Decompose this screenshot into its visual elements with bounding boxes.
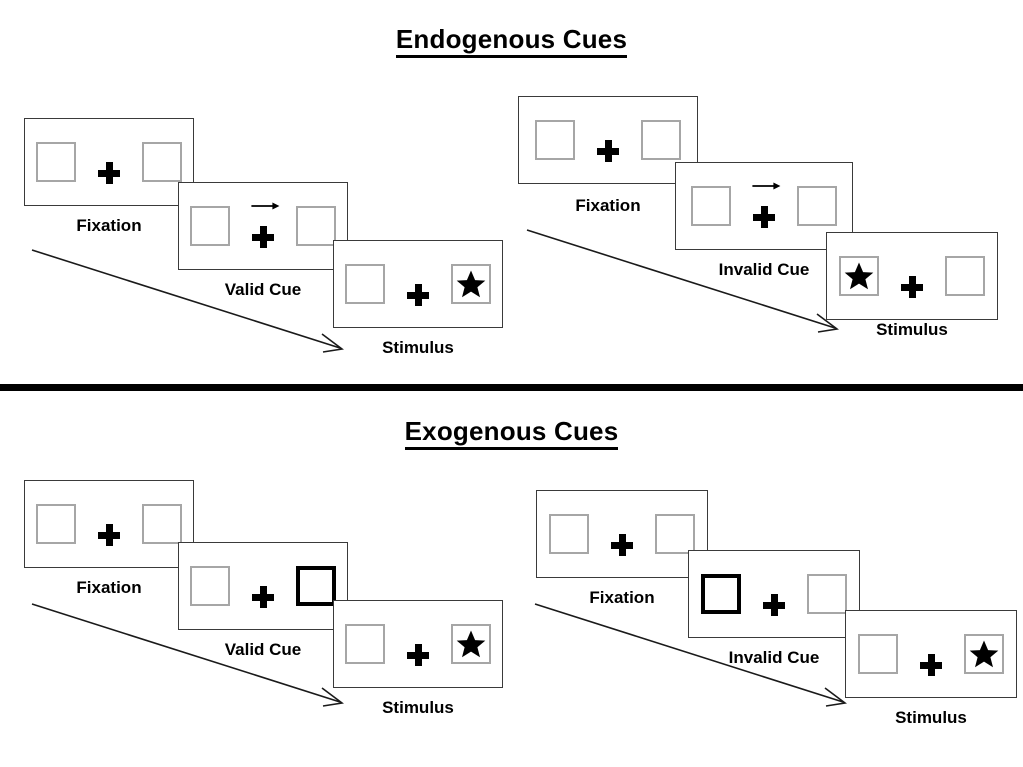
fixation-cross-icon: [98, 162, 120, 184]
fixation-cross-icon: [407, 284, 429, 306]
left-box: [345, 624, 385, 664]
frame-label-stimulus: Stimulus: [382, 698, 454, 717]
frame-label-invalid-cue: Invalid Cue: [728, 648, 820, 667]
trial-frame-invalid-cue[interactable]: [688, 550, 860, 638]
fixation-column: [920, 632, 942, 676]
trial-frame-valid-cue[interactable]: [178, 182, 348, 270]
section-endogenous: Endogenous Cues Fixation: [0, 24, 1023, 357]
right-box: [945, 256, 985, 296]
trial-frame-stimulus[interactable]: [333, 600, 503, 688]
frame-label-invalid-cue: Invalid Cue: [718, 260, 810, 279]
fixation-cross-icon: [901, 276, 923, 298]
right-box: [807, 574, 847, 614]
right-box: [142, 504, 182, 544]
star-icon: [844, 261, 874, 291]
frame-label-stimulus: Stimulus: [895, 708, 967, 727]
star-icon: [456, 269, 486, 299]
trial-frame-fixation[interactable]: [518, 96, 698, 184]
fixation-column: [752, 182, 781, 228]
section-exogenous: Exogenous Cues Fixation Valid Cue: [0, 394, 1023, 767]
frame-label-valid-cue: Valid Cue: [224, 640, 302, 659]
right-box: [296, 206, 336, 246]
fixation-cross-icon: [597, 140, 619, 162]
fixation-column: [98, 140, 120, 184]
right-box: [142, 142, 182, 182]
cue-arrow-right-icon: [751, 181, 781, 191]
right-box: [964, 634, 1004, 674]
trial-frame-invalid-cue[interactable]: [675, 162, 853, 250]
star-icon: [456, 629, 486, 659]
fixation-column: [407, 262, 429, 306]
frame-label-fixation: Fixation: [76, 578, 142, 597]
trial-frame-stimulus[interactable]: [845, 610, 1017, 698]
section-divider: [0, 384, 1023, 391]
fixation-column: [611, 512, 633, 556]
frame-label-fixation: Fixation: [76, 216, 142, 235]
fixation-cross-icon: [252, 226, 274, 248]
left-box: [858, 634, 898, 674]
right-box: [797, 186, 837, 226]
fixation-column: [252, 564, 274, 608]
right-box-cued: [296, 566, 336, 606]
fixation-column: [597, 118, 619, 162]
section-title-exogenous: Exogenous Cues: [0, 416, 1023, 450]
trial-frame-fixation[interactable]: [24, 480, 194, 568]
right-box: [641, 120, 681, 160]
section-title-endogenous-text: Endogenous Cues: [395, 24, 628, 58]
left-box: [549, 514, 589, 554]
right-box: [655, 514, 695, 554]
trial-frame-valid-cue[interactable]: [178, 542, 348, 630]
trial-frame-fixation[interactable]: [24, 118, 194, 206]
cue-arrow-right-icon: [250, 201, 280, 211]
star-icon: [969, 639, 999, 669]
frame-label-fixation: Fixation: [589, 588, 655, 607]
right-box: [451, 264, 491, 304]
fixation-column: [901, 254, 923, 298]
right-box: [451, 624, 491, 664]
frame-label-fixation: Fixation: [575, 196, 641, 215]
fixation-cross-icon: [763, 594, 785, 616]
left-box: [535, 120, 575, 160]
fixation-column: [251, 202, 280, 248]
left-box: [839, 256, 879, 296]
left-box: [190, 566, 230, 606]
left-box: [36, 504, 76, 544]
fixation-column: [407, 622, 429, 666]
frame-label-stimulus: Stimulus: [382, 338, 454, 357]
left-box: [691, 186, 731, 226]
fixation-cross-icon: [98, 524, 120, 546]
fixation-cross-icon: [252, 586, 274, 608]
fixation-column: [763, 572, 785, 616]
frame-label-valid-cue: Valid Cue: [224, 280, 302, 299]
frame-label-stimulus: Stimulus: [876, 320, 948, 339]
section-title-exogenous-text: Exogenous Cues: [404, 416, 619, 450]
fixation-cross-icon: [920, 654, 942, 676]
left-box: [190, 206, 230, 246]
trial-frame-stimulus[interactable]: [333, 240, 503, 328]
trial-frame-fixation[interactable]: [536, 490, 708, 578]
left-box: [345, 264, 385, 304]
left-box: [36, 142, 76, 182]
section-title-endogenous: Endogenous Cues: [0, 24, 1023, 58]
fixation-cross-icon: [611, 534, 633, 556]
trial-frame-stimulus[interactable]: [826, 232, 998, 320]
fixation-column: [98, 502, 120, 546]
left-box-cued: [701, 574, 741, 614]
fixation-cross-icon: [407, 644, 429, 666]
fixation-cross-icon: [753, 206, 775, 228]
